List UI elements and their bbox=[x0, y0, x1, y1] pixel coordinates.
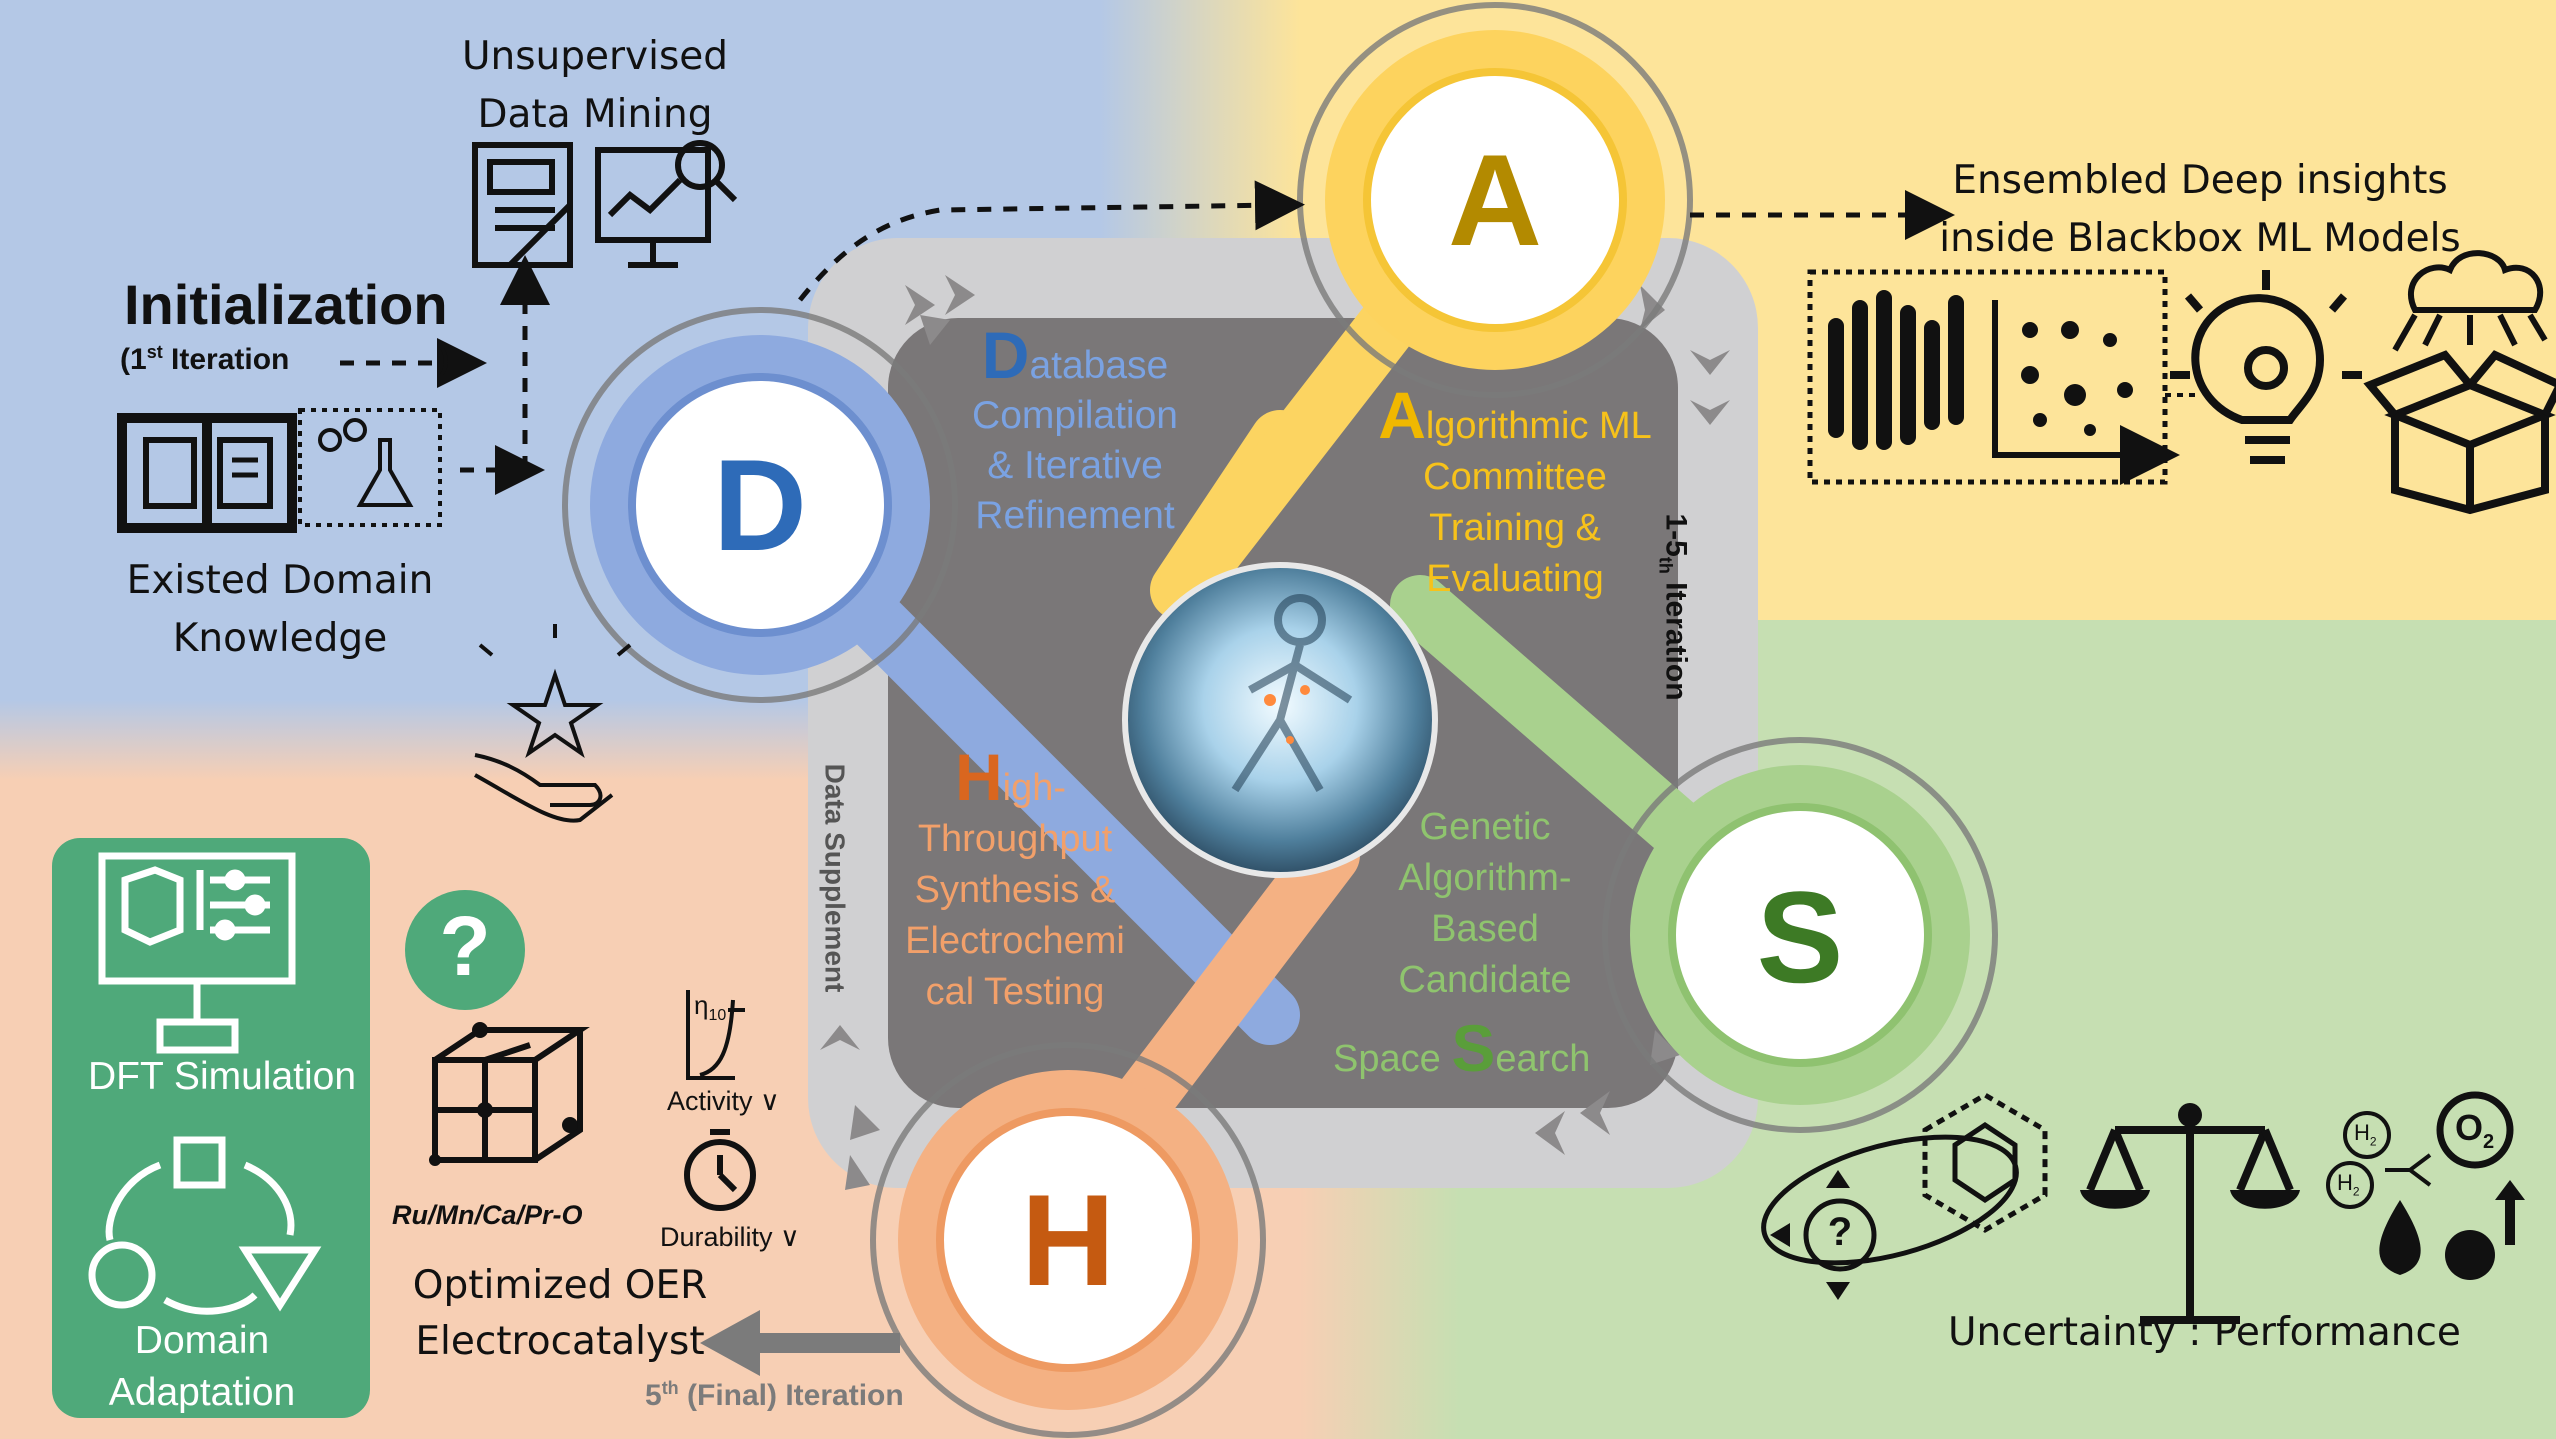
catalyst-composition: Ru/Mn/Ca/Pr-O bbox=[392, 1200, 583, 1230]
scatter-dots bbox=[2021, 321, 2133, 436]
drop-gear-icon bbox=[2379, 1180, 2525, 1280]
uncertainty-ellipse-icon bbox=[1761, 1092, 2048, 1272]
gas-bubbles-icon bbox=[2326, 1091, 2514, 1209]
lightbulb-icon bbox=[2170, 270, 2362, 464]
waveform-icon bbox=[1828, 290, 1964, 450]
final-iteration-label: 5th (Final) Iteration bbox=[645, 1378, 904, 1412]
right-iteration-label: 1-5th Iteration bbox=[1655, 513, 1693, 701]
durability-label: Durability ∨ bbox=[660, 1222, 800, 1252]
synthesis-description: High- Throughput Synthesis & Electrochem… bbox=[880, 740, 1150, 1018]
uncertainty-performance-label: Uncertainty : Performance bbox=[1948, 1310, 2461, 1355]
search-letter: S bbox=[1756, 864, 1844, 1010]
h2-bubble-top: H2 bbox=[2354, 1120, 2377, 1149]
domain-adaptation-icon bbox=[88, 1136, 322, 1315]
database-node bbox=[562, 307, 958, 703]
database-line1: Database bbox=[981, 318, 1169, 392]
initialization-title: Initialization bbox=[124, 273, 448, 336]
stopwatch-icon bbox=[684, 1129, 756, 1211]
optimized-catalyst-label: Optimized OER Electrocatalyst bbox=[412, 1263, 708, 1364]
question-mark: ? bbox=[439, 899, 491, 993]
search-description: Genetic Algorithm- Based Candidate bbox=[1398, 806, 1572, 1001]
flow-arrows bbox=[340, 180, 1955, 495]
domain-adaptation-label: Domain Adaptation bbox=[108, 1319, 296, 1414]
initialization-subtitle: (1st Iteration) bbox=[120, 342, 450, 376]
data-mining-icon bbox=[472, 140, 738, 268]
lattice-icon bbox=[432, 1027, 590, 1163]
algorithmic-description: Algorithmic ML Committee Training & Eval… bbox=[1360, 378, 1670, 605]
dft-title: DFT Simulation bbox=[87, 1055, 357, 1098]
uncertainty-question-mark: ? bbox=[1827, 1210, 1853, 1254]
data-supplement-label: Data Supplement bbox=[819, 763, 851, 993]
database-description: Database Compilation & Iterative Refinem… bbox=[955, 318, 1195, 541]
balance-pans bbox=[2080, 1103, 2300, 1209]
activity-label: Activity ∨ bbox=[667, 1086, 780, 1116]
chem-dotted-box bbox=[298, 408, 442, 527]
star-hand-icon bbox=[474, 624, 632, 823]
final-arrow bbox=[700, 1310, 900, 1376]
insight-dotted-box bbox=[1807, 269, 2168, 485]
robot-glow bbox=[1264, 685, 1310, 744]
algorithmic-letter: A bbox=[1448, 127, 1542, 273]
robot-figure bbox=[1231, 594, 1353, 793]
brain-icon bbox=[2392, 250, 2548, 352]
dft-monitor-icon bbox=[98, 852, 296, 1054]
database-letter: D bbox=[713, 432, 807, 578]
eta-label: η10 bbox=[694, 990, 727, 1025]
activity-plot-icon bbox=[686, 990, 745, 1080]
search-node bbox=[1602, 737, 1998, 1133]
algorithmic-node bbox=[1297, 2, 1693, 398]
book-icon bbox=[117, 413, 297, 533]
search-line5: Space Search bbox=[1333, 1011, 1591, 1085]
synthesis-letter: H bbox=[1021, 1167, 1115, 1313]
question-circle bbox=[405, 890, 525, 1010]
unsupervised-label: Unsupervised Data Mining bbox=[461, 34, 729, 137]
ensembled-insights-label: Ensembled Deep insights inside Blackbox … bbox=[1939, 158, 2461, 261]
h2-bubble-bottom: H2 bbox=[2337, 1170, 2360, 1199]
blackbox-icon bbox=[2363, 350, 2556, 515]
synthesis-node bbox=[870, 1042, 1266, 1438]
o2-bubble: O2 bbox=[2455, 1107, 2495, 1154]
uncertainty-arrows bbox=[1770, 1170, 1850, 1300]
frame-chevrons bbox=[820, 275, 1730, 1190]
lattice-atoms bbox=[429, 1022, 578, 1166]
algorithmic-line1: Algorithmic ML bbox=[1378, 378, 1652, 452]
existed-knowledge-label: Existed Domain Knowledge bbox=[126, 558, 434, 661]
balance-scale-icon bbox=[2086, 1120, 2294, 1324]
synthesis-line1: High- bbox=[955, 740, 1067, 814]
flask-icon bbox=[318, 418, 414, 507]
scatter-plot-icon bbox=[1992, 300, 2180, 485]
